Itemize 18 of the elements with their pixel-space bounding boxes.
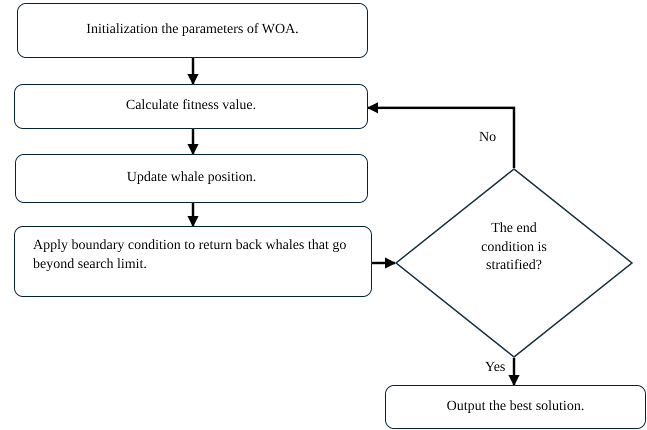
decision-text: The end condition is stratified? — [480, 220, 548, 276]
process-box — [17, 3, 368, 58]
arrow — [187, 58, 199, 86]
arrow — [372, 257, 396, 269]
process-box — [14, 226, 372, 297]
process-box — [14, 84, 368, 129]
process-box — [15, 154, 368, 203]
process-text: Update whale position. — [126, 169, 256, 188]
process-text: Initialization the parameters of WOA. — [86, 21, 299, 40]
arrow — [366, 102, 516, 168]
arrow — [187, 129, 199, 156]
process-text: Calculate fitness value. — [126, 97, 256, 116]
arrow — [187, 203, 199, 228]
process-text: Output the best solution. — [446, 398, 584, 416]
process-text: Apply boundary condition to return back whales that go beyond search limit. — [32, 236, 348, 274]
decision-diamond — [395, 168, 633, 358]
arrow — [508, 358, 520, 386]
process-box — [385, 385, 646, 429]
